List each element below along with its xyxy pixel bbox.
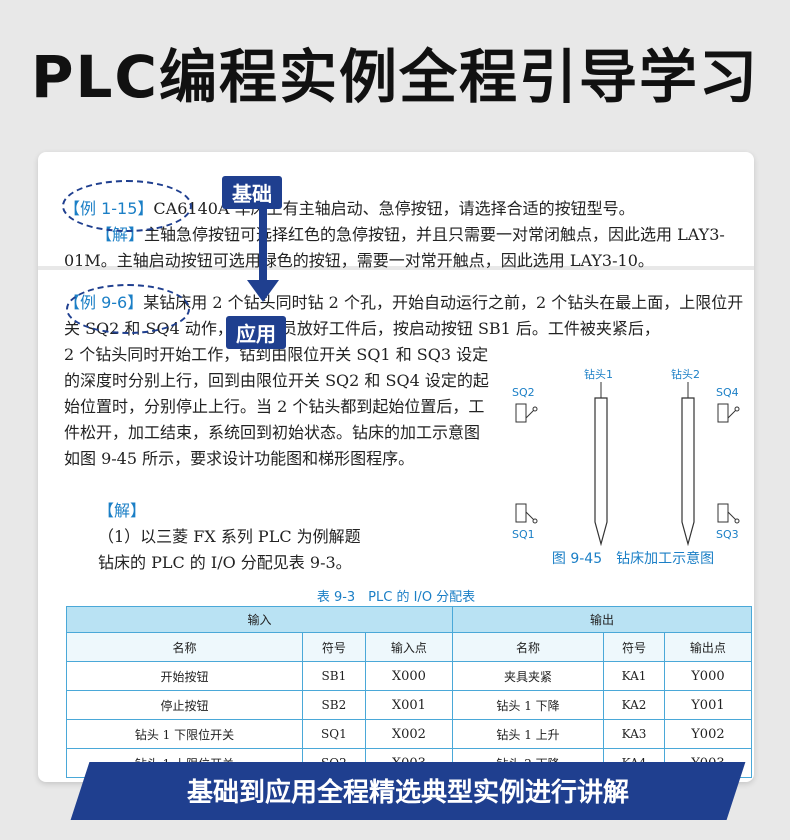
table-cell: KA2 <box>603 690 665 720</box>
drill-1-label: 钻头1 <box>584 367 613 381</box>
table-cell: Y001 <box>663 690 753 720</box>
header-cell: 符号 <box>301 632 366 662</box>
table-title: 表 9-3 PLC 的 I/O 分配表 <box>316 590 476 605</box>
table-row: 停止按钮 SB2 X001 钻头 1 下降 KA2 Y001 <box>66 690 753 720</box>
group-input: 输入 <box>66 606 453 633</box>
table-cell: 钻头 1 下降 <box>451 690 605 720</box>
table-cell: KA3 <box>603 719 665 749</box>
sq4-label: SQ4 <box>716 386 739 399</box>
drill-diagram: 钻头1 钻头2 SQ2 SQ1 SQ4 SQ3 <box>512 367 740 547</box>
table-cell: X002 <box>364 719 453 749</box>
example-2-solution: 【解】 （1）以三菱 FX 系列 PLC 为例解题 钻床的 PLC 的 I/O … <box>98 498 518 576</box>
example-2-solution-label: 【解】 <box>98 501 147 520</box>
table-cell: 夹具夹紧 <box>451 661 605 691</box>
arrow-down-icon <box>247 280 279 302</box>
drill-2-bit <box>681 397 695 547</box>
header-cell: 名称 <box>66 632 303 662</box>
header-cell: 名称 <box>451 632 605 662</box>
example-2-solution-line-1: （1）以三菱 FX 系列 PLC 为例解题 <box>98 527 361 546</box>
section-divider <box>38 266 754 270</box>
tag-applied: 应用 <box>226 316 286 349</box>
header-cell: 输入点 <box>364 632 453 662</box>
sq1-label: SQ1 <box>512 528 535 541</box>
table-cell: SB1 <box>301 661 366 691</box>
table-cell: KA1 <box>603 661 665 691</box>
drill-2-label: 钻头2 <box>671 367 700 381</box>
table-cell: 钻头 1 下限位开关 <box>66 719 303 749</box>
sq3-label: SQ3 <box>716 528 739 541</box>
header-cell: 输出点 <box>663 632 753 662</box>
table-cell: 停止按钮 <box>66 690 303 720</box>
example-2-body: 2 个钻头同时开始工作，钻到由限位开关 SQ1 和 SQ3 设定的深度时分别上行… <box>64 345 489 468</box>
sq2-label: SQ2 <box>512 386 535 399</box>
example-2-solution-line-2: 钻床的 PLC 的 I/O 分配见表 9-3。 <box>98 553 352 572</box>
table-group-row: 输入 输出 <box>66 606 753 633</box>
sq3-switch-icon <box>717 503 729 523</box>
tag-basic: 基础 <box>222 176 282 209</box>
drill-1-bit <box>594 397 608 547</box>
example-2-text-head: 某钻床用 2 个钻头同时钻 2 个孔，开始自动运行之前，2 个钻头在最上面，上限… <box>64 293 744 338</box>
sq2-switch-icon <box>515 403 527 423</box>
table-cell: X000 <box>364 661 453 691</box>
diagram-caption: 图 9-45 钻床加工示意图 <box>551 551 715 567</box>
page-headline: PLC编程实例全程引导学习 <box>30 43 760 111</box>
table-cell: 开始按钮 <box>66 661 303 691</box>
group-output: 输出 <box>451 606 753 633</box>
table-cell: Y000 <box>663 661 753 691</box>
table-row: 开始按钮 SB1 X000 夹具夹紧 KA1 Y000 <box>66 661 753 691</box>
sq1-switch-icon <box>515 503 527 523</box>
example-1-answer-text: 主轴急停按钮可选择红色的急停按钮，并且只需要一对常闭触点，因此选用 LAY3-0… <box>64 225 725 270</box>
example-1-highlight-oval <box>62 180 192 232</box>
example-2-highlight-oval <box>66 284 190 334</box>
table-header-row: 名称 符号 输入点 名称 符号 输出点 <box>66 632 753 662</box>
bottom-banner-text: 基础到应用全程精选典型实例进行讲解 <box>186 778 629 808</box>
sq4-switch-icon <box>717 403 729 423</box>
